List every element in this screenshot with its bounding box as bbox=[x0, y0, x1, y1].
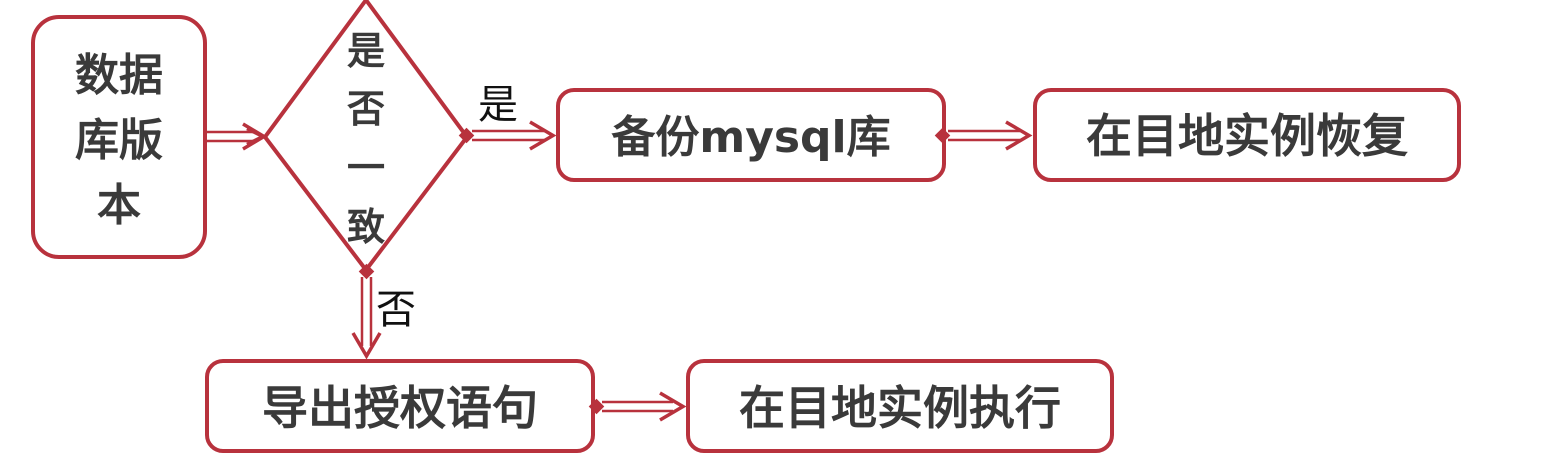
edge-yes-label: 是 bbox=[478, 82, 518, 128]
node-restore-target-label: 在目地实例恢复 bbox=[1086, 109, 1408, 163]
node-restore-target: 在目地实例恢复 bbox=[1033, 88, 1461, 182]
edge-version-to-decision bbox=[207, 122, 268, 151]
edge-decision-to-backup: 是 bbox=[458, 82, 557, 151]
edge-start-diamond bbox=[458, 127, 475, 144]
node-decision-line-1: 是 bbox=[347, 29, 385, 73]
node-decision: 是 否 一 致 bbox=[262, 0, 470, 274]
node-db-version-line-3: 本 bbox=[97, 180, 141, 231]
node-db-version-line-2: 库版 bbox=[75, 115, 163, 166]
node-backup-mysql: 备份mysql库 bbox=[556, 88, 946, 182]
node-decision-line-2: 否 bbox=[347, 87, 385, 131]
node-decision-line-3: 一 bbox=[347, 146, 385, 190]
node-execute-target: 在目地实例执行 bbox=[686, 359, 1114, 453]
node-db-version: 数据 库版 本 bbox=[31, 15, 207, 259]
node-execute-target-label: 在目地实例执行 bbox=[739, 381, 1061, 435]
node-export-grants: 导出授权语句 bbox=[205, 359, 595, 453]
edge-no-label: 否 bbox=[376, 287, 416, 333]
node-backup-mysql-label: 备份mysql库 bbox=[611, 112, 890, 163]
edge-decision-to-export: 否 bbox=[351, 263, 416, 360]
edge-start-diamond bbox=[934, 127, 951, 144]
node-db-version-line-1: 数据 bbox=[75, 50, 163, 101]
edge-export-to-execute bbox=[588, 391, 687, 422]
node-export-grants-label: 导出授权语句 bbox=[262, 381, 538, 435]
edge-backup-to-restore bbox=[934, 120, 1033, 151]
node-decision-line-4: 致 bbox=[347, 205, 385, 249]
